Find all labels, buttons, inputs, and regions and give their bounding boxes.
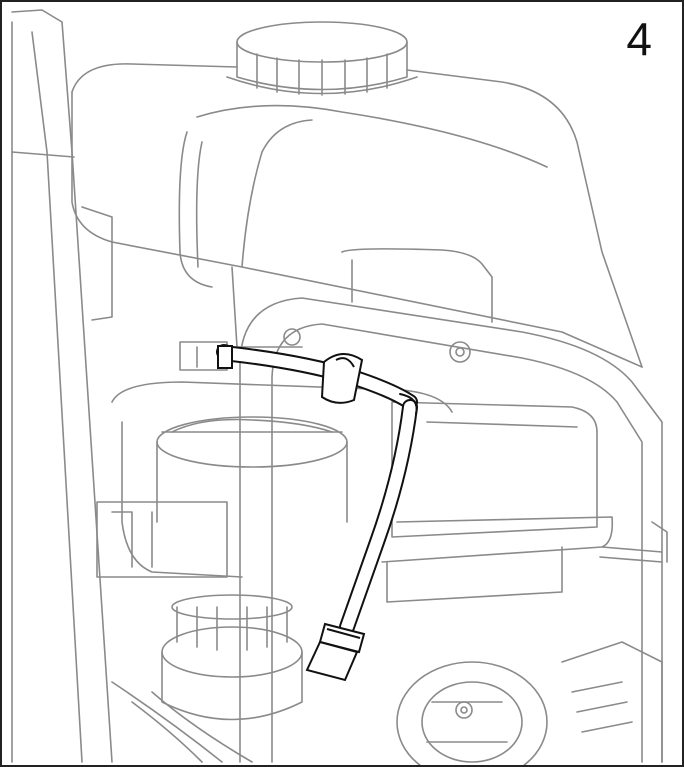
air-filter-housing	[381, 401, 614, 603]
step-number: 4	[626, 13, 652, 65]
engine-body	[96, 381, 453, 578]
pump-assembly	[396, 641, 663, 765]
fuel-valve-fitting	[217, 345, 233, 369]
carburetor-connector	[305, 622, 366, 682]
fuel-tank	[71, 63, 643, 368]
side-rod	[599, 521, 668, 563]
hose-clamp	[320, 353, 364, 404]
recoil-starter	[111, 594, 303, 763]
fuel-cap	[226, 21, 418, 96]
left-post	[11, 9, 113, 763]
